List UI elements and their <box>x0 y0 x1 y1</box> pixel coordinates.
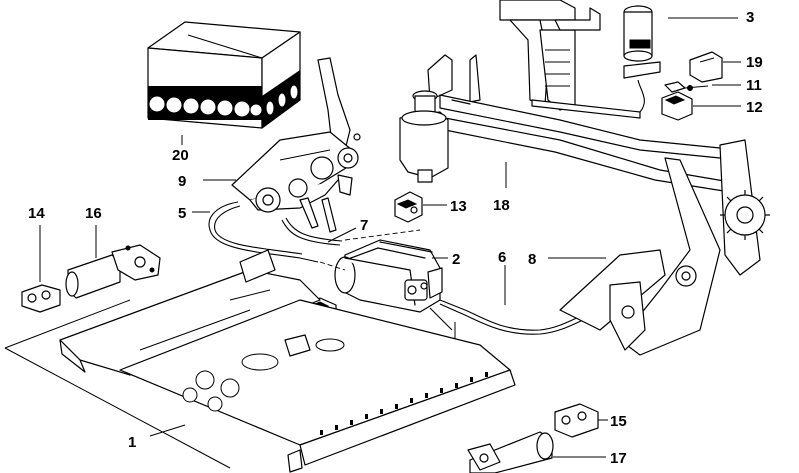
callout-20: 20 <box>172 147 189 164</box>
part-3-upper-motor <box>499 0 661 119</box>
callout-3: 3 <box>746 9 754 26</box>
callout-19: 19 <box>746 54 763 71</box>
part-15-connector <box>554 403 599 438</box>
part-13-clip <box>394 191 423 223</box>
part-19-bracket <box>689 51 723 83</box>
part-11-screw <box>664 81 709 93</box>
part-1-seat-rail-base <box>4 249 516 473</box>
callout-1: 1 <box>128 434 136 451</box>
callout-14: 14 <box>28 205 45 222</box>
callout-13: 13 <box>450 198 467 215</box>
part-2-central-motor <box>319 229 443 313</box>
part-14-connector <box>21 284 61 313</box>
part-20-kit-box <box>147 21 301 129</box>
callout-8: 8 <box>528 251 536 268</box>
callout-5: 5 <box>178 205 186 222</box>
callout-7: 7 <box>360 217 368 234</box>
callout-18: 18 <box>493 197 510 214</box>
callout-9: 9 <box>178 173 186 190</box>
part-8-side-bracket <box>559 139 770 356</box>
part-17-motor <box>467 431 554 473</box>
callout-2: 2 <box>452 251 460 268</box>
part-12-clip-upper <box>661 91 693 121</box>
callout-15: 15 <box>610 413 627 430</box>
callout-6: 6 <box>498 249 506 266</box>
callout-17: 17 <box>610 450 627 467</box>
callout-11: 11 <box>746 77 762 94</box>
part-9-bracket-assembly <box>231 57 361 233</box>
part-16-small-motor <box>65 244 161 299</box>
callout-12-upper: 12 <box>746 99 763 116</box>
callout-16: 16 <box>85 205 102 222</box>
part-18-tube-assembly <box>399 54 741 193</box>
